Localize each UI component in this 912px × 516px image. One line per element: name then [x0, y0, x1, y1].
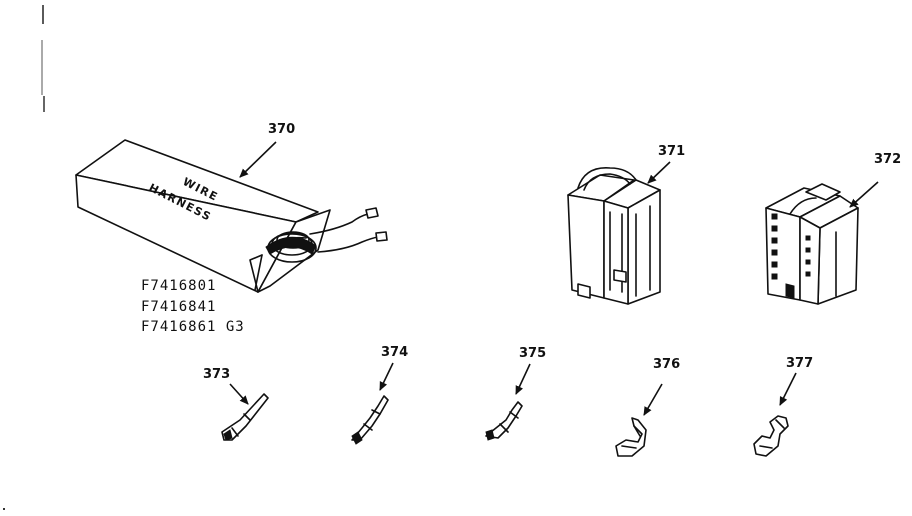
leader-arrow-374: [379, 362, 394, 391]
leader-arrow-376: [643, 383, 663, 416]
wire-harness-box: [75, 139, 388, 293]
terminal-373: [221, 393, 269, 441]
part-number-2: F7416841: [141, 299, 216, 315]
callout-371: 371: [658, 144, 685, 159]
leader-arrow-375: [515, 363, 531, 395]
callout-375: 375: [519, 346, 546, 361]
terminal-377: [753, 415, 789, 457]
leader-arrow-370: [239, 141, 277, 178]
callout-377: 377: [786, 356, 813, 371]
leader-arrow-377: [779, 372, 797, 406]
callout-373: 373: [203, 367, 230, 382]
callout-376: 376: [653, 357, 680, 372]
leader-arrow-371: [647, 161, 671, 184]
part-number-3: F7416861 G3: [141, 319, 245, 335]
terminal-374: [351, 395, 389, 445]
connector-housing-371: [567, 167, 661, 305]
leader-arrow-372: [849, 181, 879, 208]
callout-374: 374: [381, 345, 408, 360]
part-number-1: F7416801: [141, 278, 216, 294]
callout-370: 370: [268, 122, 295, 137]
scan-edge-marks: [3, 5, 45, 510]
callout-372: 372: [874, 152, 901, 167]
terminal-376: [615, 417, 647, 457]
terminal-block-372: [765, 183, 859, 305]
terminal-375: [485, 401, 523, 441]
leader-arrow-373: [229, 383, 249, 405]
